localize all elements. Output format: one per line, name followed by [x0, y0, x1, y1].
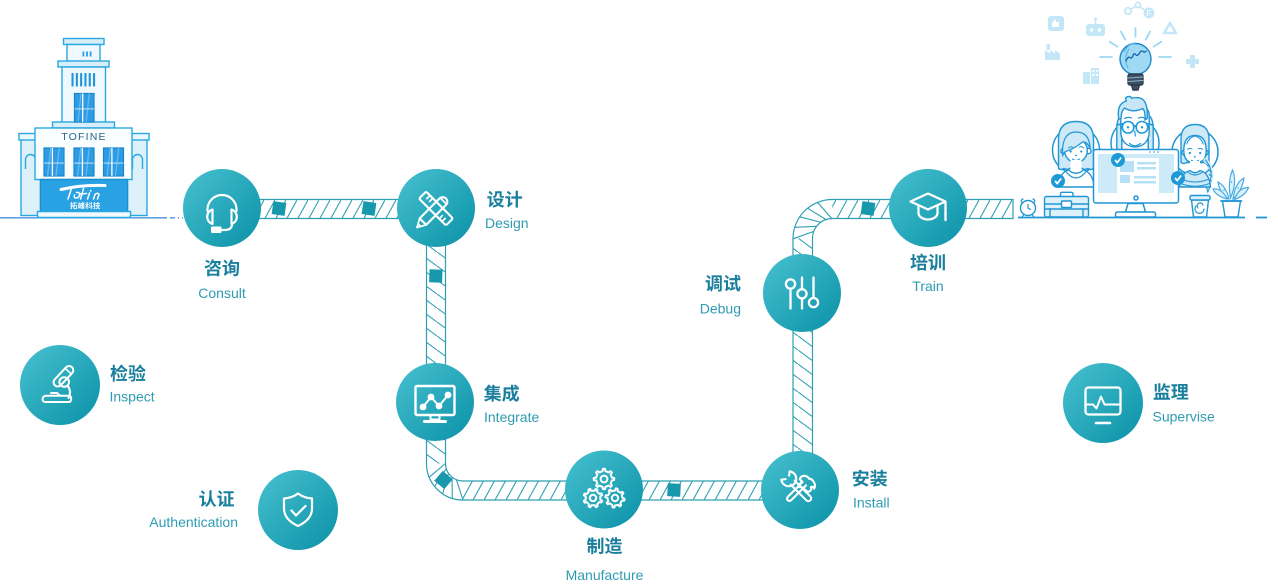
svg-text:Design: Design — [485, 215, 529, 231]
svg-text:Supervise: Supervise — [1153, 409, 1215, 425]
svg-text:Debug: Debug — [700, 300, 741, 316]
svg-text:Inspect: Inspect — [110, 388, 155, 404]
svg-text:Install: Install — [853, 495, 890, 511]
svg-text:Manufacture: Manufacture — [566, 567, 644, 583]
svg-text:TOFINE: TOFINE — [61, 131, 107, 143]
svg-text:Integrate: Integrate — [484, 409, 539, 425]
svg-text:Train: Train — [912, 278, 943, 294]
svg-text:F: F — [1146, 8, 1151, 18]
svg-text:Authentication: Authentication — [149, 514, 238, 530]
svg-text:Consult: Consult — [198, 285, 246, 301]
